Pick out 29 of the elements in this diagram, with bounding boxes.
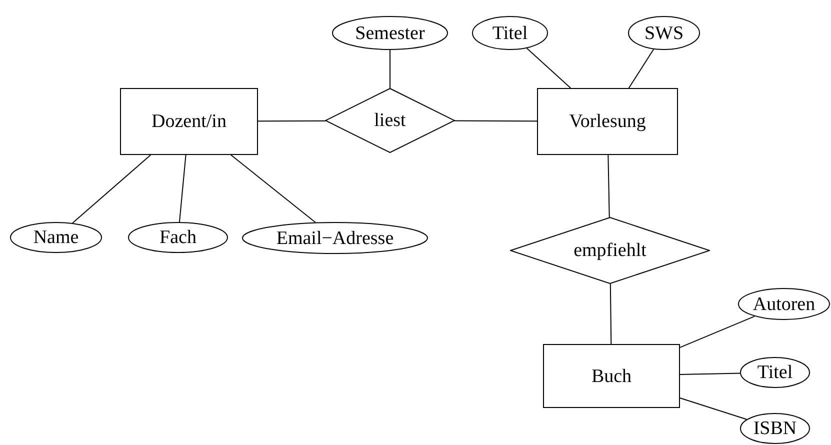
attribute-name: SWS [644, 24, 684, 42]
connector-line [258, 120, 326, 122]
entity-name: Dozent/in [152, 112, 226, 131]
connector-line [610, 283, 612, 344]
attribute-name: Name [33, 228, 79, 247]
connector-line [680, 372, 741, 376]
attribute-name: Autoren [752, 294, 816, 314]
relationship-name: liest [374, 111, 406, 130]
entity-name: Vorlesung [569, 112, 646, 131]
connector-line [680, 398, 748, 420]
attribute-name: Email−Adresse [276, 228, 394, 248]
entity-box [537, 88, 678, 155]
entity-box [543, 344, 680, 408]
connector-line [680, 316, 756, 348]
entity-box [120, 88, 258, 155]
relationship-name: empfiehlt [574, 241, 646, 260]
attribute-name: Titel [492, 24, 528, 42]
connector-line [608, 154, 610, 218]
connector-line [628, 48, 654, 88]
attribute-name: Fach [160, 228, 196, 247]
connector-line [454, 120, 538, 122]
connector-line [72, 154, 152, 224]
connector-line [526, 48, 572, 88]
entity-name: Buch [591, 366, 632, 386]
connector-line [230, 154, 316, 223]
attribute-name: Semester [355, 24, 425, 42]
connector-line [178, 154, 186, 222]
attribute-name: ISBN [753, 419, 797, 438]
attribute-name: Titel [757, 363, 793, 382]
